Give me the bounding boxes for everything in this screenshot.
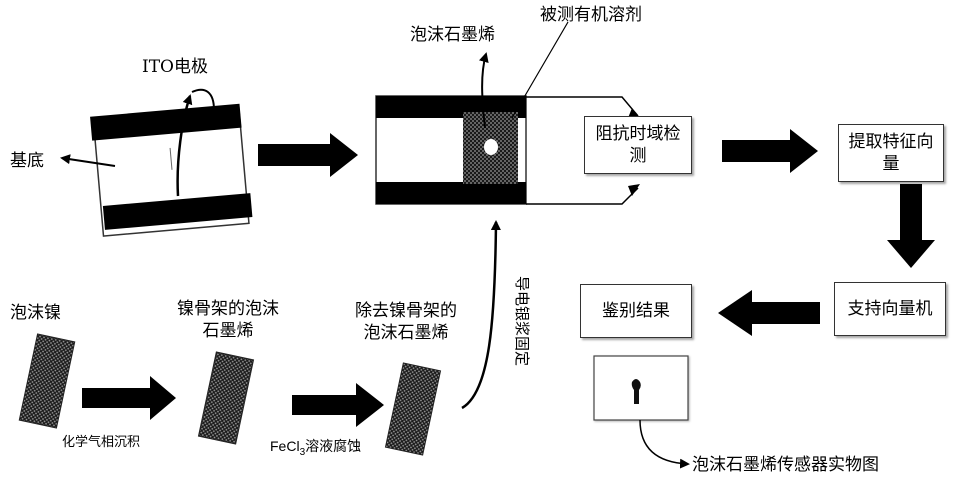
fecl3-etch-label: FeCl3溶液腐蚀 (270, 436, 361, 458)
flow-arrow-2 (722, 129, 818, 173)
removed-ni-graphene-label: 除去镍骨架的泡沫石墨烯 (344, 300, 468, 344)
flow-arrow-3 (887, 184, 935, 268)
cvd-label: 化学气相沉积 (62, 432, 140, 454)
ni-skeleton-graphene-label: 镍骨架的泡沫石墨烯 (172, 298, 284, 342)
removed-ni-graphene-sample (385, 363, 440, 455)
impedance-detection-box: 阻抗时域检测 (584, 116, 692, 174)
svm-box: 支持向量机 (834, 282, 946, 336)
silver-paste-label: 导电银浆固定 (512, 276, 533, 366)
substrate-label: 基底 (10, 150, 44, 172)
ito-electrode-label: ITO电极 (142, 56, 208, 78)
ito-device (90, 103, 253, 236)
result-box: 鉴别结果 (580, 284, 692, 338)
feature-extraction-box: 提取特征向量 (838, 124, 944, 182)
flow-arrow-4 (718, 290, 820, 336)
flow-arrow-1 (258, 133, 358, 177)
nickel-foam-sample (19, 334, 74, 428)
flow-arrow-6 (292, 383, 384, 427)
sensor-photo-label: 泡沫石墨烯传感器实物图 (692, 454, 879, 476)
sensor-photo (594, 356, 688, 420)
flow-arrow-5 (82, 376, 176, 420)
nickel-foam-label: 泡沫镍 (10, 302, 61, 324)
ni-skeleton-graphene-sample (198, 352, 253, 444)
foam-graphene-label: 泡沫石墨烯 (410, 24, 495, 46)
organic-solvent-label: 被测有机溶剂 (540, 4, 642, 26)
